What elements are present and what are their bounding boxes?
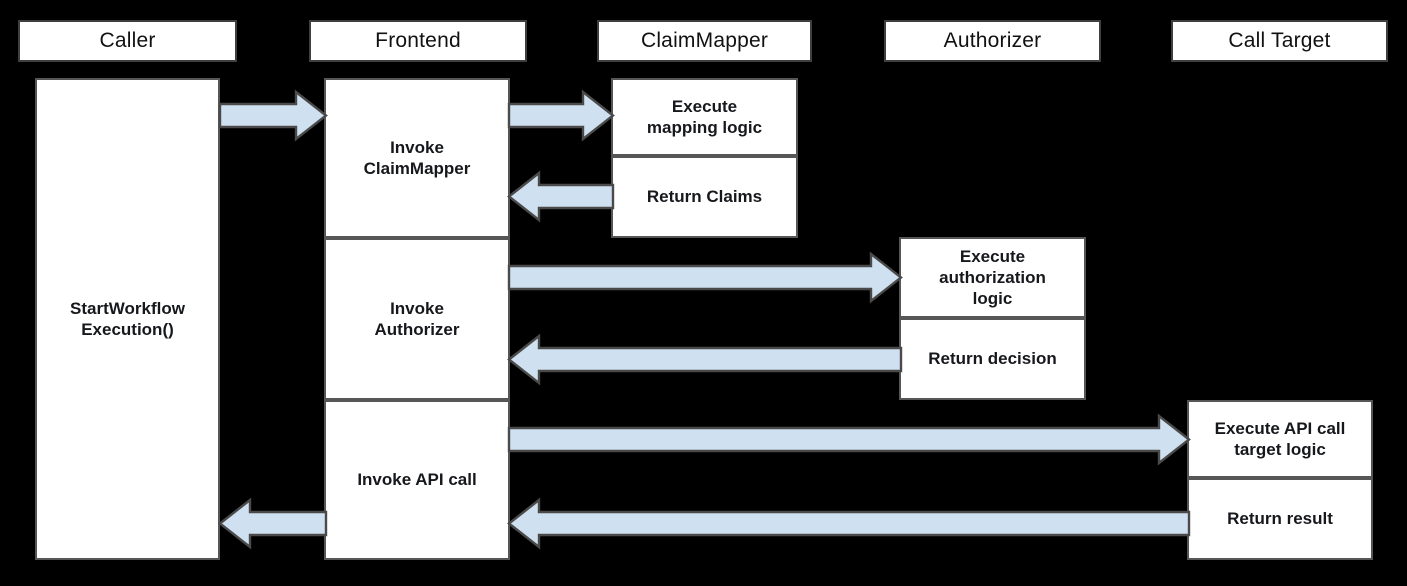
lifeline-header-caller[interactable]: Caller (18, 20, 237, 62)
activation-frontend-invoke-api-call[interactable]: Invoke API call (324, 400, 510, 560)
message-arrow-frontend-to-calltarget[interactable] (507, 413, 1191, 466)
lifeline-header-authorizer[interactable]: Authorizer (884, 20, 1101, 62)
message-arrow-claimmapper-to-frontend[interactable] (507, 170, 615, 223)
activation-claimmapper-return-claims[interactable]: Return Claims (611, 156, 798, 238)
message-arrow-caller-to-frontend[interactable] (218, 89, 328, 142)
lifeline-header-frontend-label: Frontend (375, 29, 461, 52)
message-arrow-calltarget-to-frontend[interactable] (507, 497, 1191, 550)
activation-calltarget-return-result-label: Return result (1227, 509, 1333, 529)
lifeline-header-claimmapper[interactable]: ClaimMapper (597, 20, 812, 62)
activation-calltarget-return-result[interactable]: Return result (1187, 478, 1373, 560)
message-arrow-frontend-to-authorizer[interactable] (507, 251, 903, 304)
lifeline-header-calltarget-label: Call Target (1228, 29, 1331, 52)
lifeline-header-caller-label: Caller (99, 29, 156, 52)
activation-authorizer-return-decision[interactable]: Return decision (899, 318, 1086, 400)
message-arrow-frontend-to-caller[interactable] (218, 497, 328, 550)
activation-claimmapper-return-claims-label: Return Claims (646, 187, 763, 207)
lifeline-header-calltarget[interactable]: Call Target (1171, 20, 1388, 62)
lifeline-header-authorizer-label: Authorizer (943, 29, 1042, 52)
message-arrow-authorizer-to-frontend[interactable] (507, 333, 903, 386)
lifeline-header-claimmapper-label: ClaimMapper (640, 29, 769, 52)
lifeline-header-frontend[interactable]: Frontend (309, 20, 527, 62)
activation-authorizer-return-decision-label: Return decision (928, 349, 1057, 369)
activation-frontend-invoke-api-call-label: Invoke API call (357, 470, 477, 490)
message-arrow-frontend-to-claimmapper[interactable] (507, 89, 615, 142)
